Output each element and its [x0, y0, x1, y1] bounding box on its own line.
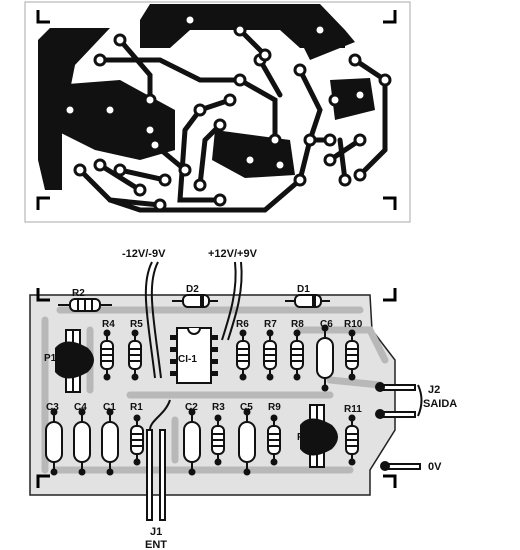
vertical-components [45, 324, 359, 476]
label-saida: SAIDA [423, 398, 457, 410]
resistor-r3 [211, 414, 225, 466]
resistor-r4 [100, 329, 114, 381]
resistor-r5 [128, 329, 142, 381]
ground-pin [380, 461, 421, 471]
resistor-r9 [267, 414, 281, 466]
capacitor-c1 [101, 408, 119, 476]
label-0v: 0V [428, 461, 442, 473]
label-r3: R3 [212, 402, 225, 413]
resistor-r8 [290, 329, 304, 381]
j2-output-pins [375, 382, 423, 419]
resistor-r2 [58, 298, 112, 312]
label-c4: C4 [74, 402, 87, 413]
bottom-corner-marks [36, 288, 397, 488]
label-ic: CI-1 [178, 354, 197, 365]
label-ent: ENT [145, 539, 167, 550]
diode-d1 [285, 294, 330, 308]
resistor-r7 [263, 329, 277, 381]
diode-d2 [172, 294, 218, 308]
label-r7: R7 [264, 319, 277, 330]
label-r10: R10 [344, 319, 363, 330]
resistor-r11 [345, 414, 359, 466]
label-c2: C2 [185, 402, 198, 413]
resistor-r6 [236, 329, 250, 381]
capacitor-c5 [238, 408, 256, 476]
label-p2: P2 [297, 432, 310, 443]
label-r8: R8 [291, 319, 304, 330]
label-c3: C3 [46, 402, 59, 413]
label-c6: C6 [320, 319, 333, 330]
capacitor-c4 [73, 408, 91, 476]
label-r11: R11 [344, 404, 362, 415]
label-r5: R5 [130, 319, 143, 330]
supply-positive-label: +12V/+9V [208, 248, 258, 260]
label-j2: J2 [428, 384, 440, 396]
top-corner-marks [36, 10, 397, 210]
label-r4: R4 [102, 319, 115, 330]
capacitor-c2 [183, 408, 201, 476]
potentiometer-p2 [300, 404, 338, 468]
supply-wires [144, 261, 243, 379]
label-d1: D1 [297, 284, 310, 295]
component-layout: -12V/-9V +12V/+9V R2 D2 D1 R4 R5 R6 R7 R… [29, 248, 457, 550]
j1-input-pins [146, 399, 171, 521]
supply-negative-label: -12V/-9V [122, 248, 166, 260]
label-r6: R6 [236, 319, 249, 330]
label-d2: D2 [186, 284, 199, 295]
copper-pads [63, 13, 392, 212]
potentiometer-p1 [55, 329, 94, 393]
label-p1: P1 [44, 353, 57, 364]
capacitor-c3 [45, 408, 63, 476]
label-r2: R2 [72, 288, 85, 299]
copper-trace-layout [24, 1, 411, 223]
ic-ci1 [170, 327, 218, 384]
label-c5: C5 [240, 402, 253, 413]
label-j1: J1 [150, 526, 162, 538]
label-r9: R9 [268, 402, 281, 413]
capacitor-c6 [316, 324, 334, 392]
resistor-r1 [130, 414, 144, 466]
label-r1: R1 [130, 402, 143, 413]
label-c1: C1 [103, 402, 116, 413]
resistor-r10 [345, 329, 359, 381]
